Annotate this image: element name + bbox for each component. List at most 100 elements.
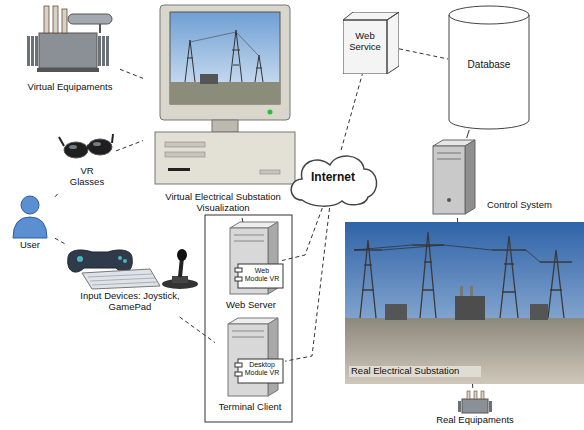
- transformer-illustration: [27, 6, 112, 72]
- vr-glasses-illustration: [87, 145, 89, 149]
- service-box-outline: [343, 12, 399, 74]
- vr-glasses-illustration: [112, 134, 113, 143]
- connector-line: [55, 238, 67, 245]
- database-cylinder: Database: [448, 5, 530, 130]
- transformer-illustration: [39, 33, 97, 68]
- input-devices-illustration: [68, 250, 133, 272]
- real-equipment-icon: [458, 401, 461, 412]
- input-devices-picture: Input Devices: Joystick, GamePad: [55, 245, 205, 317]
- monitor-illustration: [168, 168, 190, 171]
- transformer-illustration: [99, 24, 101, 33]
- connector-line: [55, 192, 59, 197]
- module-label: Desktop Module VR: [243, 361, 281, 377]
- vr-glasses-illustration: [64, 142, 88, 158]
- terminal-client-illustration: [238, 359, 283, 383]
- transformer-illustration: [68, 14, 112, 24]
- input-devices-illustration: [82, 269, 160, 289]
- substation-photo: [385, 304, 407, 320]
- caption-label: Web Service: [343, 31, 387, 53]
- connector-line: [282, 208, 322, 261]
- caption-label: Terminal Client: [210, 402, 290, 413]
- substation-photo: [492, 236, 526, 318]
- substation-photo: [345, 318, 584, 384]
- terminal-client-illustration: [268, 318, 278, 396]
- substation-photo: [354, 245, 540, 262]
- module-label: Web Module VR: [243, 267, 281, 283]
- transformer-illustration: [102, 36, 105, 66]
- real-equipment-icon: [458, 391, 492, 413]
- real-equipment-icon: [467, 391, 470, 399]
- monitor-illustration: [268, 110, 273, 115]
- substation-photo: [412, 232, 444, 318]
- internet-cloud: Internet: [286, 150, 380, 208]
- vr-glasses-illustration: [93, 142, 101, 146]
- substation-photo: [470, 286, 473, 296]
- vr-glasses-illustration: [59, 137, 64, 146]
- input-devices-illustration: [123, 259, 127, 263]
- web-server-illustration: [235, 277, 242, 281]
- substation-photo: [354, 240, 382, 318]
- monitor-illustration: [260, 170, 280, 174]
- control-server-illustration: [437, 153, 461, 154]
- input-devices-illustration: [177, 249, 187, 261]
- vr-glasses-illustration: [69, 145, 77, 149]
- transformer-illustration: [37, 68, 99, 72]
- caption-label: Real Electrical Substation: [349, 366, 481, 377]
- substation-photo: [345, 222, 584, 384]
- monitor-illustration: [155, 5, 295, 184]
- transformer-illustration: [31, 36, 34, 66]
- control-server-illustration: [433, 146, 465, 214]
- transformer-illustration: [35, 36, 38, 66]
- real-equipment-icon: [462, 399, 488, 413]
- connector-line: [180, 317, 215, 343]
- real-equipment-icon: [481, 391, 484, 399]
- substation-photo: [530, 304, 548, 320]
- connector-line: [285, 208, 330, 361]
- web-server-illustration: [230, 222, 283, 294]
- monitor-picture: Virtual Electrical Substation Visualizat…: [143, 2, 303, 218]
- monitor-illustration: [170, 12, 280, 104]
- monitor-illustration: [185, 30, 263, 82]
- connector-line: [242, 218, 244, 222]
- caption-label: Input Devices: Joystick, GamePad: [70, 291, 190, 313]
- server-picture: Control System: [425, 138, 483, 218]
- connector-line: [120, 69, 143, 78]
- user-picture: User: [5, 192, 55, 256]
- terminal-client-illustration: [235, 363, 242, 367]
- caption-label: Virtual Equipaments: [20, 82, 120, 93]
- caption-label: Database: [448, 59, 530, 71]
- terminal-client-illustration: [232, 331, 264, 332]
- transformer-illustration: [27, 36, 30, 66]
- substation-photo: [460, 286, 463, 296]
- terminal-client-illustration: [235, 372, 242, 376]
- caption-label: VR Glasses: [67, 166, 107, 188]
- server-group-frame: [205, 215, 292, 422]
- caption-label: Real Equipaments: [430, 415, 520, 426]
- vr-glasses-illustration: [59, 134, 113, 158]
- monitor-illustration: [200, 74, 218, 84]
- caption-label: Virtual Electrical Substation Visualizat…: [148, 192, 298, 214]
- transformer-illustration: [62, 9, 67, 33]
- terminal-client-illustration: [232, 337, 264, 338]
- equipment-picture: Virtual Equipaments: [20, 2, 120, 97]
- real-equipment-icon: [489, 401, 492, 412]
- monitor-illustration: [155, 132, 295, 184]
- connector-line: [472, 384, 474, 390]
- connector-line: [467, 130, 470, 138]
- transformer-illustration: [44, 6, 49, 33]
- input-devices-illustration: [118, 256, 122, 260]
- substation-photo: [345, 222, 584, 384]
- connector-line: [116, 141, 143, 151]
- caption-label: User: [5, 240, 55, 251]
- monitor-illustration: [165, 152, 205, 157]
- caption-label: Web Server: [215, 300, 287, 311]
- web-server-illustration: [234, 241, 264, 242]
- connector-line: [457, 218, 458, 222]
- terminal-client-illustration: [228, 318, 283, 396]
- substation-photo: [455, 296, 485, 320]
- caption-label: Internet: [286, 171, 380, 185]
- input-devices-illustration: [88, 274, 157, 285]
- service-box: Web Service: [343, 12, 399, 74]
- monitor-illustration: [190, 32, 259, 56]
